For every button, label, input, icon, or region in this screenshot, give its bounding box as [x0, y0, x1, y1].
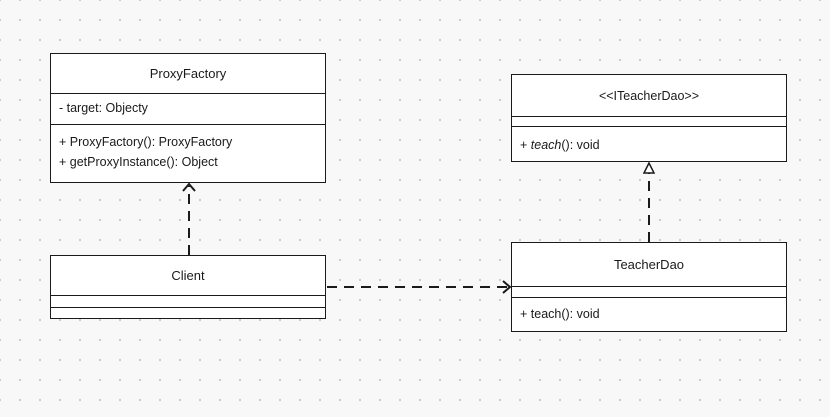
attributes-compartment	[512, 117, 786, 127]
class-name: TeacherDao	[512, 243, 786, 287]
operation-signature: (): void	[561, 138, 600, 152]
hollow-triangle-iteacherdao	[642, 161, 656, 174]
attributes-compartment: - target: Objecty	[51, 94, 325, 125]
class-name: Client	[51, 256, 325, 296]
interface-iteacherdao[interactable]: <<ITeacherDao>> + teach(): void	[511, 74, 787, 162]
class-name: ProxyFactory	[51, 54, 325, 94]
class-teacherdao[interactable]: TeacherDao + teach(): void	[511, 242, 787, 332]
operation: + getProxyInstance(): Object	[59, 155, 218, 169]
operations-compartment: + teach(): void	[512, 298, 786, 324]
attributes-compartment	[512, 287, 786, 298]
attributes-compartment	[51, 296, 325, 308]
operations-compartment: + teach(): void	[512, 127, 786, 155]
operation: + teach(): void	[520, 135, 778, 155]
open-arrowhead-teacherdao	[502, 280, 512, 294]
class-proxyfactory[interactable]: ProxyFactory - target: Objecty + ProxyFa…	[50, 53, 326, 183]
class-client[interactable]: Client	[50, 255, 326, 319]
open-arrowhead-proxyfactory	[182, 182, 196, 192]
operation-visibility: +	[520, 138, 528, 152]
attribute: - target: Objecty	[59, 101, 148, 115]
operation-name: teach	[530, 138, 562, 152]
operation: + ProxyFactory(): ProxyFactory	[59, 135, 233, 149]
operations-compartment: + ProxyFactory(): ProxyFactory + getProx…	[51, 125, 325, 172]
operation: + teach(): void	[520, 307, 600, 321]
interface-name: <<ITeacherDao>>	[512, 75, 786, 117]
